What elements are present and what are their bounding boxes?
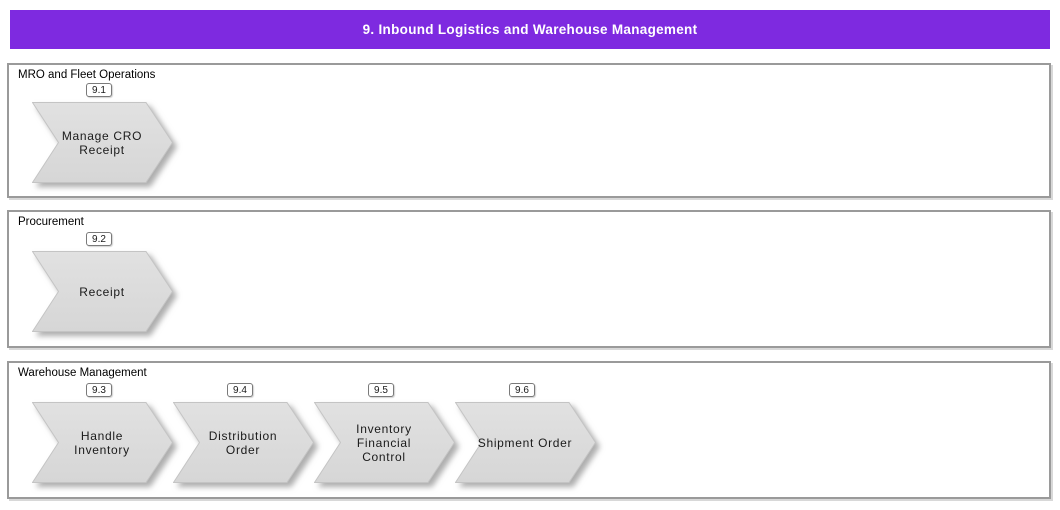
- lane-title: Procurement: [18, 216, 84, 228]
- lane-procurement: Procurement 9.2 Receipt: [7, 210, 1051, 348]
- chevron-arrow-icon[interactable]: [173, 402, 314, 483]
- diagram-title-bar: 9. Inbound Logistics and Warehouse Manag…: [10, 10, 1050, 49]
- process-inventory-financial-control[interactable]: 9.5 Inventory Financial Control: [314, 383, 464, 488]
- process-id-badge: 9.6: [509, 383, 535, 397]
- process-id-badge: 9.2: [86, 232, 112, 246]
- process-distribution-order[interactable]: 9.4 Distribution Order: [173, 383, 323, 488]
- chevron-arrow-icon[interactable]: [455, 402, 596, 483]
- page-title: 9. Inbound Logistics and Warehouse Manag…: [362, 22, 698, 37]
- chevron-arrow-icon[interactable]: [32, 102, 173, 183]
- process-id-badge: 9.3: [86, 383, 112, 397]
- chevron-arrow-icon[interactable]: [32, 402, 173, 483]
- process-handle-inventory[interactable]: 9.3 Handle Inventory: [32, 383, 182, 488]
- process-id-badge: 9.1: [86, 83, 112, 97]
- process-manage-cro-receipt[interactable]: 9.1 Manage CRO Receipt: [32, 83, 182, 188]
- lane-title: Warehouse Management: [18, 367, 147, 379]
- process-shipment-order[interactable]: 9.6 Shipment Order: [455, 383, 605, 488]
- process-id-badge: 9.5: [368, 383, 394, 397]
- chevron-arrow-icon[interactable]: [32, 251, 173, 332]
- process-receipt[interactable]: 9.2 Receipt: [32, 232, 182, 337]
- process-id-badge: 9.4: [227, 383, 253, 397]
- lane-title: MRO and Fleet Operations: [18, 69, 156, 81]
- lane-warehouse-management: Warehouse Management 9.3 Handle Inventor…: [7, 361, 1051, 499]
- lane-mro-and-fleet-operations: MRO and Fleet Operations 9.1 Manage CRO …: [7, 63, 1051, 198]
- chevron-arrow-icon[interactable]: [314, 402, 455, 483]
